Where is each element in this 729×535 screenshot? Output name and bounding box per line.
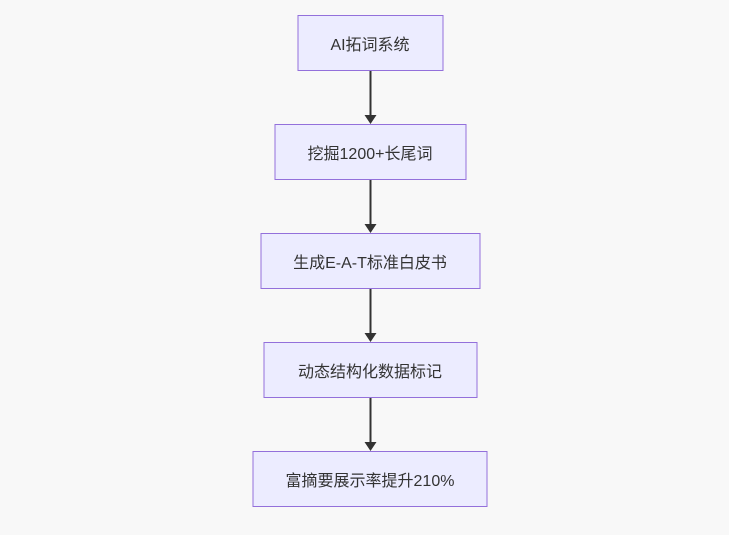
arrow-line: [369, 180, 371, 224]
flow-edge: [364, 71, 376, 124]
arrow-down-icon: [364, 442, 376, 451]
arrow-line: [369, 289, 371, 333]
arrow-line: [369, 71, 371, 115]
flow-edge: [364, 180, 376, 233]
flow-node-longtail-mining: 挖掘1200+长尾词: [274, 124, 466, 180]
flow-node-label: AI拓词系统: [330, 37, 410, 54]
flow-node-label: 挖掘1200+长尾词: [307, 146, 433, 163]
arrow-down-icon: [364, 224, 376, 233]
flow-edge: [364, 289, 376, 342]
flow-node-rich-snippet-result: 富摘要展示率提升210%: [252, 451, 488, 507]
arrow-line: [369, 398, 371, 442]
flow-node-eat-whitepaper: 生成E-A-T标准白皮书: [260, 233, 480, 289]
arrow-down-icon: [364, 333, 376, 342]
flow-node-label: 富摘要展示率提升210%: [285, 473, 455, 490]
flow-edge: [364, 398, 376, 451]
flow-node-label: 生成E-A-T标准白皮书: [293, 255, 447, 272]
arrow-down-icon: [364, 115, 376, 124]
flow-node-structured-data-markup: 动态结构化数据标记: [263, 342, 477, 398]
flowchart: AI拓词系统 挖掘1200+长尾词 生成E-A-T标准白皮书 动态结构化数据标记…: [252, 15, 488, 507]
flow-node-ai-word-expansion: AI拓词系统: [297, 15, 443, 71]
flow-node-label: 动态结构化数据标记: [297, 364, 442, 381]
